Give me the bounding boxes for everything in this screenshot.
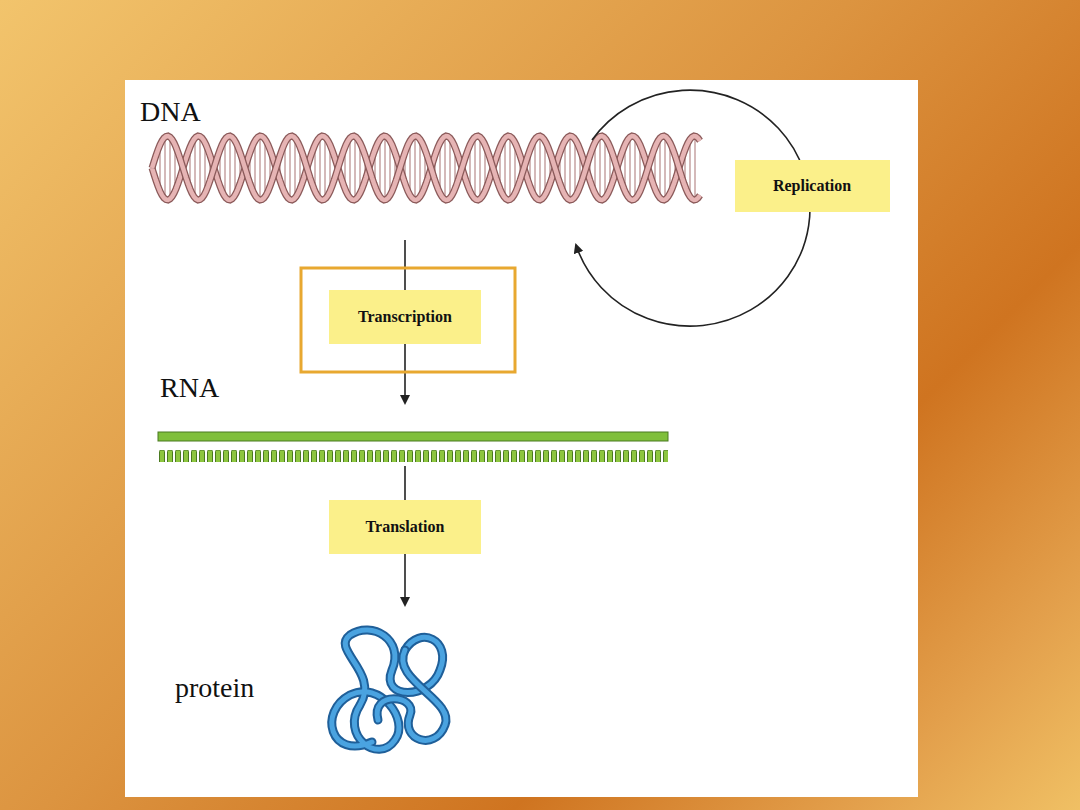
dna-helix (152, 136, 700, 200)
base-pair (474, 137, 475, 199)
base-pair (694, 136, 695, 200)
base-pair (444, 136, 445, 199)
base-pair (354, 136, 355, 199)
base-pair (194, 138, 195, 198)
base-pair (599, 136, 600, 199)
process-box: Transcription (329, 290, 481, 344)
protein-fold (332, 630, 446, 749)
base-pair (324, 137, 325, 199)
base-pair (664, 136, 665, 199)
molecule-label: RNA (160, 372, 219, 404)
base-pair (604, 138, 605, 198)
base-pair (229, 136, 230, 200)
base-pair (629, 137, 630, 199)
base-pair (479, 137, 480, 199)
base-pair (264, 139, 265, 196)
process-box: Translation (329, 500, 481, 554)
rna-backbone (158, 432, 668, 441)
base-pair (534, 139, 535, 196)
base-pair (539, 136, 540, 200)
base-pair (169, 137, 170, 199)
base-pair (449, 138, 450, 198)
base-pair (504, 138, 505, 198)
base-pair (419, 139, 420, 196)
dna-strand (152, 136, 700, 200)
rna-bases (158, 440, 668, 462)
base-pair (634, 137, 635, 199)
highlight-frame (301, 268, 515, 372)
base-pair (224, 139, 225, 196)
base-pair (379, 139, 380, 196)
base-pair (574, 139, 575, 196)
step-label: Translation (366, 518, 445, 536)
step-label: Transcription (358, 308, 452, 326)
base-pair (289, 136, 290, 199)
base-pair (509, 136, 510, 199)
base-pair (569, 136, 570, 200)
dna-strand (152, 136, 700, 200)
base-pair (689, 139, 690, 196)
base-pair (164, 137, 165, 199)
molecule-label: protein (175, 672, 254, 704)
molecule-label: DNA (140, 96, 201, 128)
base-pair (659, 138, 660, 198)
process-box: Replication (735, 160, 890, 212)
base-pair (199, 136, 200, 199)
dna-strand (152, 136, 700, 200)
step-label: Replication (773, 177, 851, 195)
base-pair (384, 136, 385, 200)
base-pair (259, 136, 260, 200)
dna-strand (152, 136, 700, 200)
base-pair (319, 137, 320, 199)
base-pair (414, 136, 415, 200)
base-pair (294, 138, 295, 198)
base-pair (349, 138, 350, 198)
